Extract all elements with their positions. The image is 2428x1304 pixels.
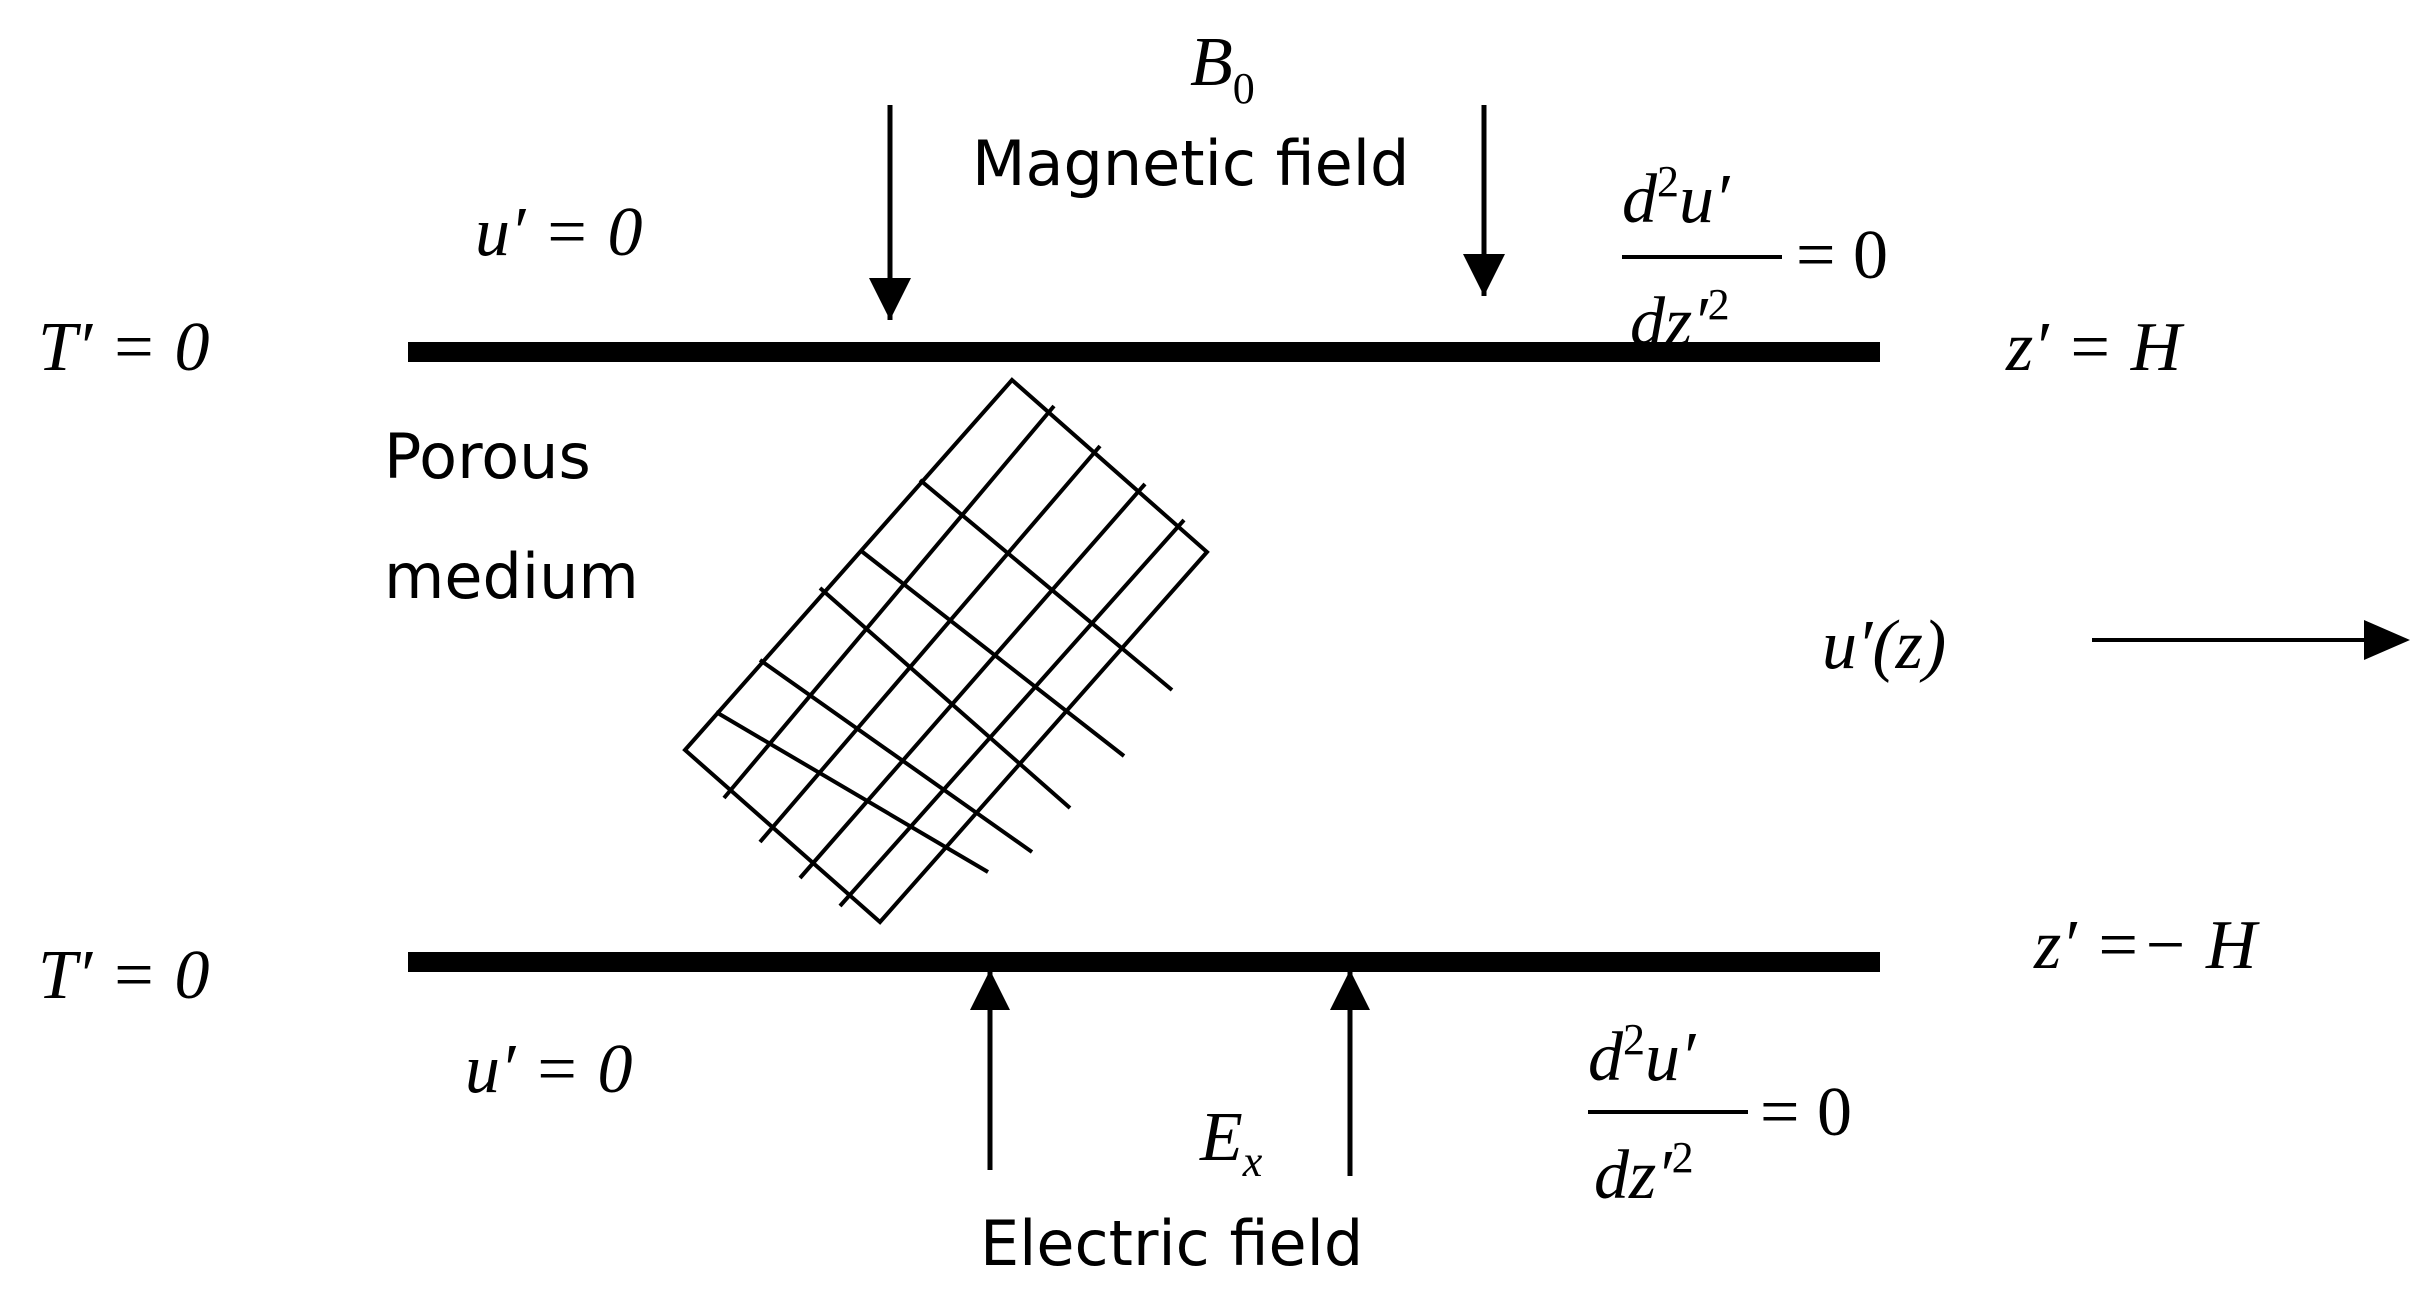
flow-direction-arrow: [2092, 620, 2410, 660]
top-derivative-rhs: = 0: [1796, 217, 1888, 294]
magnetic-field-label: Magnetic field: [972, 127, 1409, 200]
bottom-position-label: z′ =− H: [2033, 907, 2260, 984]
magnetic-arrowhead-left: [869, 278, 911, 320]
bottom-derivative-denominator: dz′2: [1594, 1133, 1694, 1214]
porous-medium-label-line1: Porous: [384, 420, 591, 493]
electric-field-symbol: Ex: [1199, 1099, 1263, 1186]
porous-grid-outline: [682, 377, 1210, 925]
top-position-label: z′ = H: [2005, 309, 2185, 386]
flow-arrowhead: [2364, 620, 2410, 660]
electric-arrowhead-left: [970, 970, 1010, 1010]
bottom-derivative-bc: d2u′ dz′2 = 0: [1588, 1015, 1852, 1214]
magnetic-field-symbol: B0: [1190, 24, 1255, 113]
top-temperature-bc: T′ = 0: [38, 309, 209, 386]
electric-field-arrows: [970, 970, 1370, 1176]
magnetic-arrowhead-right: [1463, 254, 1505, 296]
top-derivative-bc: d2u′ dz′2 = 0: [1622, 157, 1888, 361]
top-derivative-denominator: dz′2: [1630, 280, 1730, 361]
bottom-temperature-bc: T′ = 0: [38, 937, 209, 1014]
top-derivative-numerator: d2u′: [1622, 157, 1731, 238]
magnetic-field-arrows: [869, 105, 1505, 320]
bottom-velocity-bc: u′ = 0: [465, 1031, 633, 1108]
top-velocity-bc: u′ = 0: [475, 194, 643, 271]
electric-field-label: Electric field: [980, 1207, 1363, 1280]
porous-grid-mesh: [714, 404, 1186, 908]
bottom-derivative-numerator: d2u′: [1588, 1015, 1697, 1096]
bottom-derivative-rhs: = 0: [1760, 1074, 1852, 1151]
electric-arrowhead-right: [1330, 970, 1370, 1010]
porous-medium-grid: [682, 377, 1210, 925]
velocity-profile-label: u′(z): [1822, 607, 1946, 684]
porous-medium-label-line2: medium: [384, 540, 639, 613]
